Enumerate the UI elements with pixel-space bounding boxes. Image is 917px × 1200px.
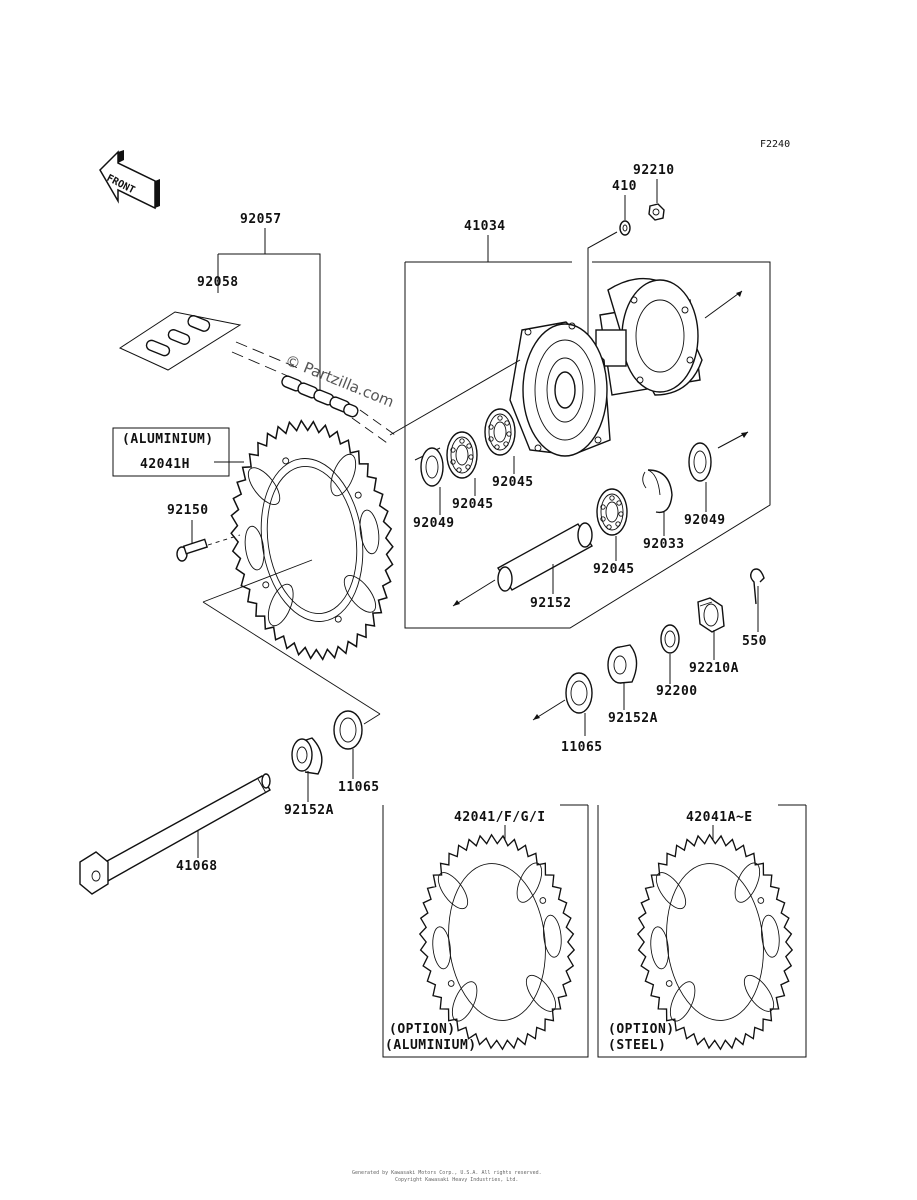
label-92057: 92057	[240, 212, 282, 227]
label-aluminium: (ALUMINIUM)	[122, 432, 214, 447]
option-aluminium-line1: (OPTION)	[389, 1022, 456, 1037]
footer-line-2: Copyright Kawasaki Heavy Industries, Ltd…	[395, 1177, 518, 1183]
option-steel-line1: (OPTION)	[608, 1022, 675, 1037]
option-steel-panel: 42041A~E (OPTION) (STEEL)	[597, 804, 807, 1058]
footer-line-1: Generated by Kawasaki Motors Corp., U.S.…	[352, 1170, 542, 1176]
label-92049-left: 92049	[413, 516, 455, 531]
label-92152: 92152	[530, 596, 572, 611]
hub-assembly-box	[404, 261, 771, 629]
grease-seal-92049-left	[420, 447, 444, 487]
hub-nut-92210	[648, 203, 665, 221]
label-42041AE: 42041A~E	[686, 810, 753, 825]
circlip-92033	[642, 469, 673, 514]
label-92045-a: 92045	[452, 497, 494, 512]
sprocket-teeth	[230, 419, 394, 661]
front-direction-arrow: FRONT	[99, 150, 160, 210]
axle-nut-92210A	[697, 597, 725, 633]
chain-group: 92057 92058 © Partzilla.com	[118, 212, 399, 446]
grease-seal-92049-right	[688, 442, 712, 482]
label-92152A-left: 92152A	[284, 803, 334, 818]
option-aluminium-panel: 42041/F/G/I (OPTION) (ALUMINIUM)	[382, 804, 589, 1058]
label-41034: 41034	[464, 219, 506, 234]
joint-link-box	[118, 311, 242, 371]
label-92049-right: 92049	[684, 513, 726, 528]
oil-seal-11065-right	[565, 672, 593, 714]
label-92152A-right: 92152A	[608, 711, 658, 726]
label-92045-b: 92045	[492, 475, 534, 490]
bearing-92045-c	[596, 488, 628, 536]
hub-washer-410	[619, 220, 631, 236]
figure-code: F2240	[760, 139, 790, 150]
option-aluminium-line2: (ALUMINIUM)	[385, 1038, 477, 1053]
joint-link-plate	[145, 315, 211, 357]
washer-92200	[660, 624, 680, 654]
label-92210A: 92210A	[689, 661, 739, 676]
label-92150: 92150	[167, 503, 209, 518]
label-92033: 92033	[643, 537, 685, 552]
label-41068: 41068	[176, 859, 218, 874]
option-steel-line2: (STEEL)	[608, 1038, 666, 1053]
drive-chain	[281, 375, 359, 418]
rear-hub	[509, 277, 703, 457]
label-92058: 92058	[197, 275, 239, 290]
sprocket-bolt	[176, 538, 209, 562]
label-92210: 92210	[633, 163, 675, 178]
label-42041H: 42041H	[140, 457, 190, 472]
collar-92152A-right	[607, 644, 638, 684]
rear-axle-41068	[79, 773, 271, 895]
label-92045-c: 92045	[593, 562, 635, 577]
bearing-92045-b	[484, 408, 516, 456]
label-11065-right: 11065	[561, 740, 603, 755]
label-550: 550	[742, 634, 767, 649]
collar-92152A-left	[291, 737, 323, 775]
cotter-pin-550	[750, 568, 765, 605]
label-92200: 92200	[656, 684, 698, 699]
hub-spacer-92152	[497, 522, 593, 592]
rear-sprocket-main: (ALUMINIUM) 42041H 92150	[112, 419, 394, 661]
label-410: 410	[612, 179, 637, 194]
bearing-92045-a	[446, 431, 478, 479]
oil-seal-11065-left	[333, 710, 363, 750]
label-42041FGI: 42041/F/G/I	[454, 810, 546, 825]
label-11065-left: 11065	[338, 780, 380, 795]
